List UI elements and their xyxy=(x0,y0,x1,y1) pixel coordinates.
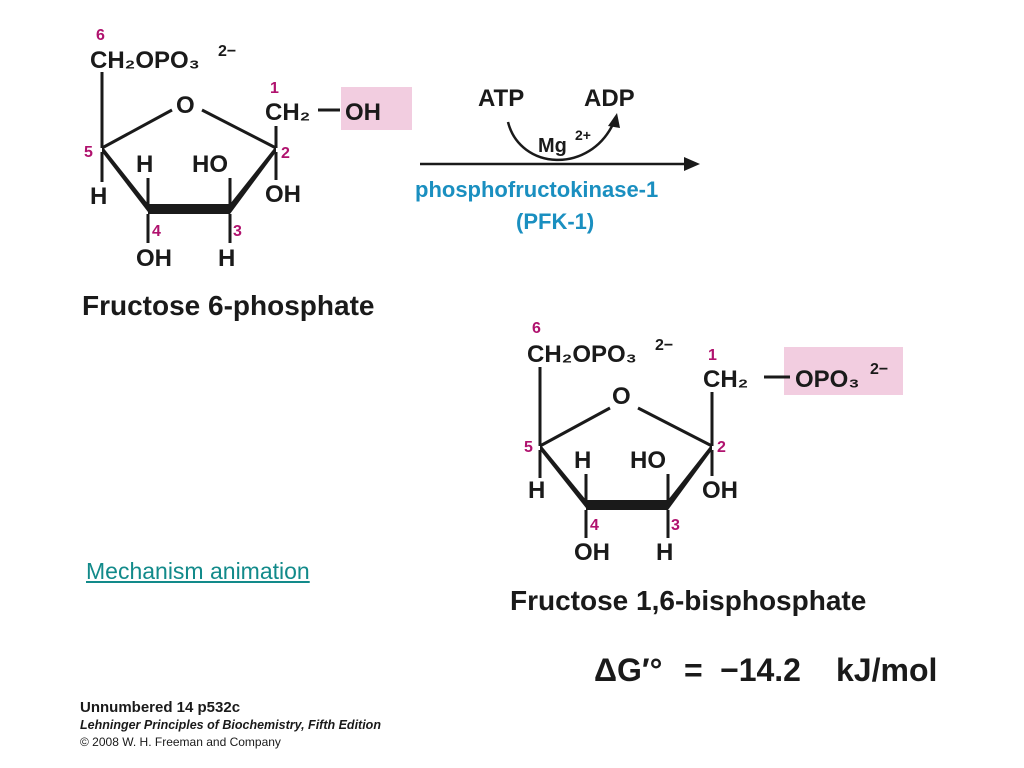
reactant-carbon-number-5: 5 xyxy=(84,144,93,161)
reaction-arrow-group: ATP ADP Mg 2+ phosphofructokinase-1 (PFK… xyxy=(415,85,700,234)
atp-label: ATP xyxy=(478,85,524,112)
reactant-c3-ho: HO xyxy=(192,151,228,178)
figure-id: Unnumbered 14 p532c xyxy=(80,699,240,716)
figure-credits: Unnumbered 14 p532c Lehninger Principles… xyxy=(80,699,381,749)
reactant-c4-top-h: H xyxy=(136,151,153,178)
reaction-arrow-head-icon xyxy=(684,157,700,171)
enzyme-name: phosphofructokinase-1 xyxy=(415,177,658,202)
product-c5-h: H xyxy=(528,477,545,504)
product-c1-group: CH₂ xyxy=(703,366,748,393)
product-c4-oh: OH xyxy=(574,539,610,566)
mechanism-animation-link[interactable]: Mechanism animation xyxy=(86,558,310,584)
product-c6-charge: 2− xyxy=(655,337,673,354)
reactant-c1-group: CH₂ xyxy=(265,99,310,126)
reactant-ring-bond-c5-o xyxy=(101,108,173,150)
product-c2-oh: OH xyxy=(702,477,738,504)
reactant-carbon-number-3: 3 xyxy=(233,223,242,240)
product-ring-oxygen: O xyxy=(612,383,631,410)
product-carbon-number-3: 3 xyxy=(671,517,680,534)
product-c4-top-h: H xyxy=(574,447,591,474)
reactant-ring-wedge-c3-c2 xyxy=(230,146,276,214)
product-carbon-number-5: 5 xyxy=(524,439,533,456)
reactant-c4-oh: OH xyxy=(136,245,172,272)
product-carbon-number-2: 2 xyxy=(717,439,726,456)
reactant-c5-h: H xyxy=(90,183,107,210)
product-carbon-number-4: 4 xyxy=(590,517,599,534)
product-ring-bond-c5-o xyxy=(539,406,611,448)
free-energy-equation: ΔG′° = −14.2 kJ/mol xyxy=(594,652,937,688)
reactant-ring-wedge-c5-c4 xyxy=(102,146,148,212)
reactant-c3-h: H xyxy=(218,245,235,272)
book-title: Lehninger Principles of Biochemistry, Fi… xyxy=(80,718,381,732)
reactant-c1-substituent: OH xyxy=(345,99,381,126)
reactant-name: Fructose 6-phosphate xyxy=(82,290,374,321)
cosubstrate-curved-arrow xyxy=(506,121,616,162)
product-structure: 6 CH₂OPO₃ 2− O 1 CH₂ OPO₃ 2− 5 H HO 2 H … xyxy=(510,320,903,616)
curved-arrow-head-icon xyxy=(608,113,620,128)
adp-label: ADP xyxy=(584,85,635,112)
product-carbon-number-6: 6 xyxy=(532,320,541,337)
product-c1-charge: 2− xyxy=(870,361,888,378)
product-c3-h: H xyxy=(656,539,673,566)
reactant-oh-highlight xyxy=(341,87,412,130)
copyright-line: © 2008 W. H. Freeman and Company xyxy=(80,735,281,749)
reactant-structure: 6 CH₂OPO₃ 2− O 1 CH₂ OH 5 H HO 2 H OH 4 … xyxy=(82,27,412,321)
enzyme-abbreviation: (PFK-1) xyxy=(516,209,594,234)
delta-g-unit: kJ/mol xyxy=(836,652,937,688)
product-ring-wedge-c3-c2 xyxy=(668,444,712,510)
delta-g-symbol: ΔG′° xyxy=(594,652,662,688)
product-carbon-number-1: 1 xyxy=(708,347,717,364)
product-c1-substituent: OPO₃ xyxy=(795,366,859,393)
reactant-carbon-number-6: 6 xyxy=(96,27,105,44)
product-phosphate-highlight xyxy=(784,347,903,395)
cofactor-label: Mg xyxy=(538,135,567,157)
reactant-carbon-number-2: 2 xyxy=(281,145,290,162)
delta-g-value: −14.2 xyxy=(720,652,801,688)
reactant-carbon-number-4: 4 xyxy=(152,223,161,240)
product-c3-ho: HO xyxy=(630,447,666,474)
reactant-ring-oxygen: O xyxy=(176,92,195,119)
reactant-c6-group: CH₂OPO₃ xyxy=(90,47,200,74)
reactant-ring-bond-c4-c3 xyxy=(148,204,230,214)
reactant-c6-charge: 2− xyxy=(218,43,236,60)
product-ring-wedge-c5-c4 xyxy=(540,444,586,508)
reactant-ring-bond-o-c2 xyxy=(201,108,277,150)
product-name: Fructose 1,6-bisphosphate xyxy=(510,585,866,616)
product-ring-bond-o-c2 xyxy=(637,406,713,448)
cofactor-charge: 2+ xyxy=(575,127,591,143)
delta-g-equals: = xyxy=(684,652,703,688)
reactant-carbon-number-1: 1 xyxy=(270,80,279,97)
product-c6-group: CH₂OPO₃ xyxy=(527,341,637,368)
product-ring-bond-c4-c3 xyxy=(586,500,668,510)
reactant-c2-oh: OH xyxy=(265,181,301,208)
